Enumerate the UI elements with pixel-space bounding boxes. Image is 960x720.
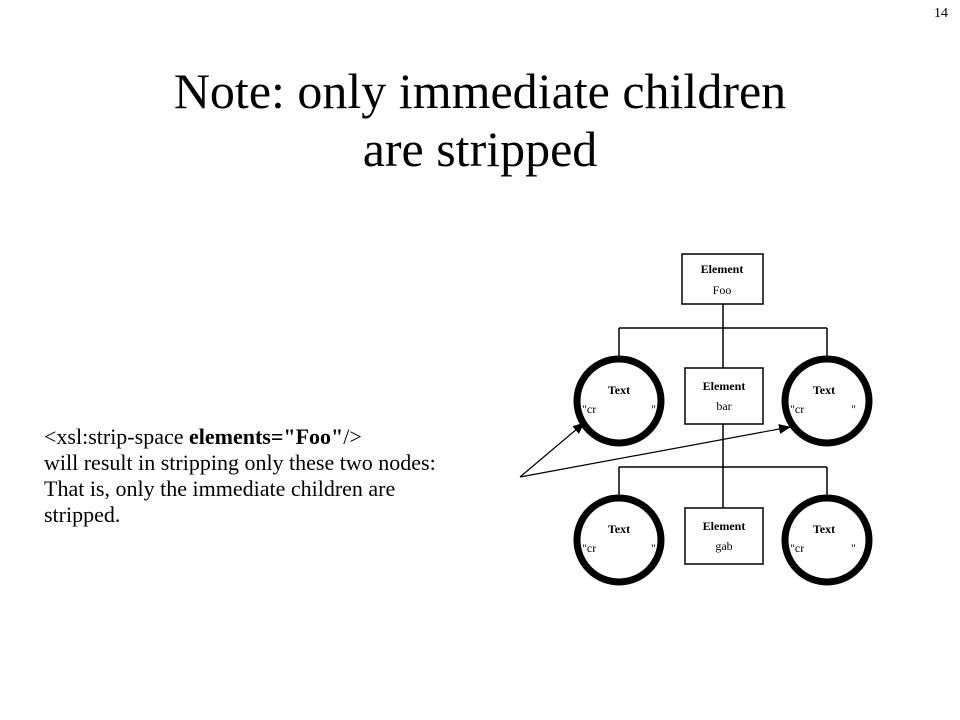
page-number: 14 — [934, 6, 948, 21]
node-value-label: bar — [716, 399, 731, 413]
node-value-close-quote: " — [651, 402, 656, 416]
pointer-arrow-to-right-text-node — [519, 424, 791, 478]
node-value-open-quote: "cr — [790, 402, 804, 416]
text-node-right-level2: Text "cr " — [781, 494, 873, 586]
explanation-text: <xsl:strip-space elements="Foo"/> will r… — [44, 424, 534, 528]
node-value-open-quote: "cr — [790, 541, 804, 555]
node-type-label: Text — [813, 383, 835, 397]
code-elements-attribute: elements="Foo" — [189, 424, 344, 449]
strip-space-code-line: <xsl:strip-space elements="Foo"/> — [44, 424, 534, 450]
node-type-label: Text — [608, 383, 630, 397]
element-node-foo: Element Foo — [681, 253, 764, 305]
pointer-arrow-to-left-text-node — [519, 422, 585, 478]
node-value-close-quote: " — [851, 541, 856, 555]
bar-connectors — [618, 424, 828, 508]
node-type-label: Text — [813, 522, 835, 536]
node-type-label: Text — [608, 522, 630, 536]
title-line-1: Note: only immediate children — [173, 63, 787, 119]
element-node-gab: Element gab — [684, 507, 764, 565]
root-connectors — [618, 304, 828, 368]
explanation-line-4: stripped. — [44, 502, 121, 527]
node-value-label: Foo — [713, 283, 732, 297]
title-line-2: are stripped — [362, 121, 598, 177]
code-prefix: <xsl:strip-space — [44, 424, 189, 449]
text-node-left-level1: Text "cr " — [573, 355, 665, 447]
node-value-close-quote: " — [851, 402, 856, 416]
node-value-open-quote: "cr — [582, 541, 596, 555]
node-value-close-quote: " — [651, 541, 656, 555]
explanation-line-3: That is, only the immediate children are — [44, 476, 396, 501]
text-node-left-level2: Text "cr " — [573, 494, 665, 586]
explanation-line-2: will result in stripping only these two … — [44, 450, 436, 475]
text-node-right-level1: Text "cr " — [781, 355, 873, 447]
element-node-bar: Element bar — [684, 367, 764, 425]
node-value-label: gab — [715, 539, 732, 553]
node-type-label: Element — [703, 379, 746, 393]
node-type-label: Element — [703, 519, 746, 533]
node-value-open-quote: "cr — [582, 402, 596, 416]
node-type-label: Element — [701, 262, 744, 276]
slide-title: Note: only immediate children are stripp… — [0, 62, 960, 178]
code-suffix: /> — [343, 424, 362, 449]
